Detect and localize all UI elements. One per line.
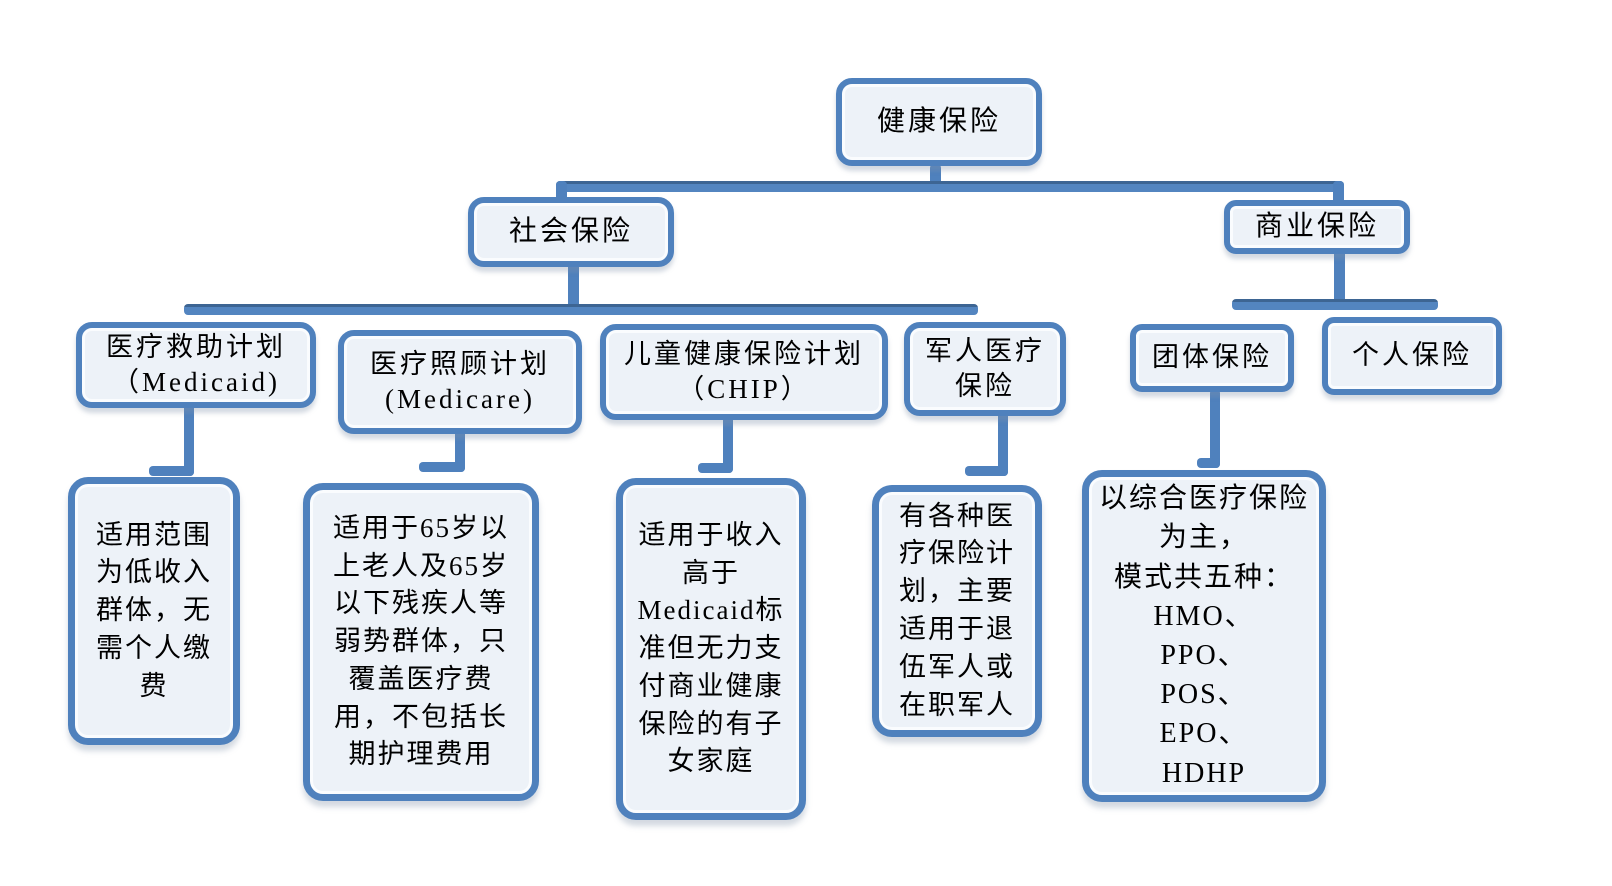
connector-commercial-top-drop <box>1333 181 1344 205</box>
node-chip: 儿童健康保险计划 （CHIP） <box>600 324 888 420</box>
node-health-insurance-label: 健康保险 <box>876 105 1001 137</box>
node-military-insurance-label: 军人医疗 保险 <box>925 335 1045 401</box>
elbow-medicare-vertical <box>455 430 465 472</box>
node-medicaid-label: 医疗救助计划 （Medicaid) <box>106 331 286 397</box>
node-commercial-insurance: 商业保险 <box>1224 200 1410 254</box>
elbow-military-horizontal <box>965 466 1008 476</box>
elbow-group-horizontal <box>1197 458 1220 468</box>
node-military-insurance: 军人医疗 保险 <box>904 322 1066 416</box>
node-chip-label: 儿童健康保险计划 （CHIP） <box>624 338 864 404</box>
elbow-chip-horizontal <box>698 463 733 473</box>
connector-root-drop <box>930 164 941 188</box>
connector-social-drop <box>568 263 579 309</box>
connector-commercial-horizontal <box>1232 299 1438 310</box>
elbow-medicare-horizontal <box>419 462 465 472</box>
node-medicare: 医疗照顾计划 (Medicare) <box>338 330 582 434</box>
elbow-military-vertical <box>998 412 1008 476</box>
node-personal-insurance: 个人保险 <box>1322 317 1502 395</box>
desc-medicaid: 适用范围为低收入群体，无需个人缴费 <box>68 477 240 745</box>
connector-top-horizontal <box>556 181 1344 192</box>
node-commercial-insurance-label: 商业保险 <box>1254 210 1379 242</box>
desc-chip-text: 适用于收入高于Medicaid标准但无力支付商业健康保险的有子女家庭 <box>637 519 785 777</box>
connector-social-top-drop <box>556 181 567 201</box>
desc-chip: 适用于收入高于Medicaid标准但无力支付商业健康保险的有子女家庭 <box>616 478 806 820</box>
node-medicaid: 医疗救助计划 （Medicaid) <box>76 322 316 408</box>
elbow-medicaid-horizontal <box>149 466 194 476</box>
elbow-medicaid-vertical <box>184 404 194 476</box>
desc-medicare-text: 适用于65岁以上老人及65岁以下残疾人等弱势群体，只覆盖医疗费用，不包括长期护理… <box>333 512 509 770</box>
desc-military-text: 有各种医疗保险计划，主要适用于退伍军人或在职军人 <box>899 500 1015 720</box>
desc-group-insurance-text: 以综合医疗保险为主， 模式共五种：HMO、 PPO、 POS、 EPO、 HDH… <box>1099 483 1310 789</box>
desc-military: 有各种医疗保险计划，主要适用于退伍军人或在职军人 <box>872 485 1042 737</box>
node-group-insurance-label: 团体保险 <box>1152 342 1272 373</box>
desc-medicaid-text: 适用范围为低收入群体，无需个人缴费 <box>96 519 212 701</box>
desc-group-insurance: 以综合医疗保险为主， 模式共五种：HMO、 PPO、 POS、 EPO、 HDH… <box>1082 470 1326 802</box>
elbow-chip-vertical <box>723 416 733 473</box>
node-social-insurance-label: 社会保险 <box>508 215 633 247</box>
connector-commercial-drop <box>1334 250 1345 306</box>
node-health-insurance: 健康保险 <box>836 78 1042 166</box>
node-personal-insurance-label: 个人保险 <box>1352 340 1472 371</box>
node-social-insurance: 社会保险 <box>468 197 674 267</box>
node-group-insurance: 团体保险 <box>1130 324 1294 392</box>
node-medicare-label: 医疗照顾计划 (Medicare) <box>370 348 550 414</box>
elbow-group-vertical <box>1210 389 1220 468</box>
connector-social-horizontal <box>184 304 978 315</box>
desc-medicare: 适用于65岁以上老人及65岁以下残疾人等弱势群体，只覆盖医疗费用，不包括长期护理… <box>303 483 539 801</box>
